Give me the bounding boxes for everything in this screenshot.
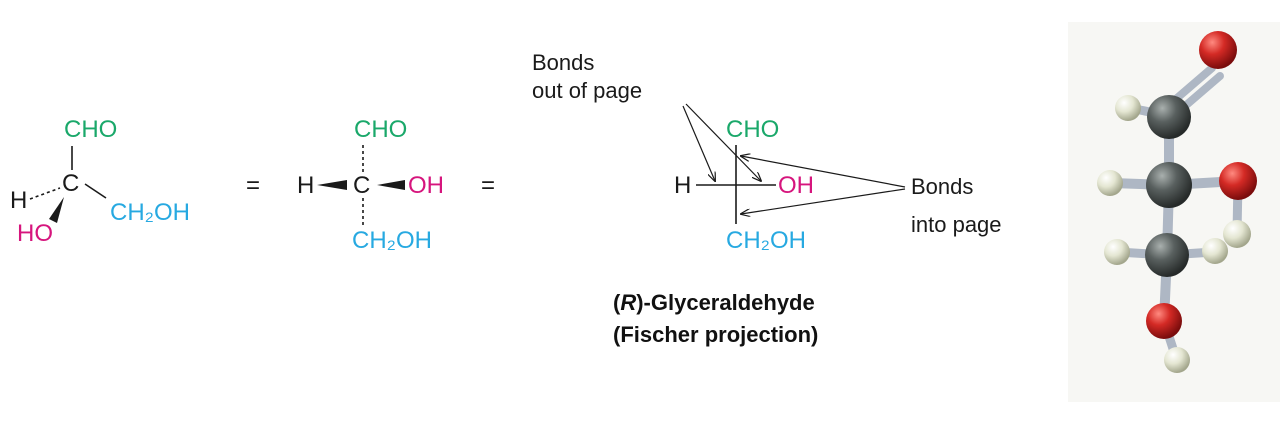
fischer-projection: Bonds out of page CHO H OH CH₂OH Bonds i… — [532, 50, 1002, 347]
ball-and-stick-model — [1068, 22, 1280, 402]
oxygen-atom-hydroxyl-3 — [1146, 303, 1182, 339]
bonds-in-label-line2: into page — [911, 212, 1002, 237]
fischer-caption-line2: (Fischer projection) — [613, 322, 818, 347]
oxygen-atom-hydroxyl-2 — [1219, 162, 1257, 200]
carbon-atom-1 — [1147, 95, 1191, 139]
hydrogen-atom-hydroxyl-2 — [1223, 220, 1251, 248]
hydrogen-atom-aldehyde — [1115, 95, 1141, 121]
arrow-in-to-bottom-bond — [741, 188, 906, 214]
perspective-h: H — [10, 187, 27, 214]
carbon-atom-3 — [1145, 233, 1189, 277]
perspective-bond-right — [84, 183, 107, 199]
carbon-atom-2 — [1146, 162, 1192, 208]
bonds-out-label-line2: out of page — [532, 78, 642, 103]
hydrogen-atom-hydroxyl-3 — [1164, 347, 1190, 373]
wedge-cho: CHO — [354, 116, 407, 143]
fischer-cho: CHO — [726, 116, 779, 143]
arrow-out-to-oh-bond — [685, 103, 761, 181]
hydrogen-atom-c3-right — [1202, 238, 1228, 264]
fischer-caption-line1: (R)-Glyceraldehyde — [613, 290, 815, 315]
perspective-ho: HO — [17, 220, 53, 247]
fischer-h: H — [674, 172, 691, 199]
equals-sign-2: = — [481, 172, 495, 199]
perspective-cho: CHO — [64, 116, 117, 143]
arrow-in-to-top-bond — [741, 156, 906, 188]
wedge-c: C — [353, 172, 370, 199]
oxygen-atom-aldehyde — [1199, 31, 1237, 69]
wedge-structure: CHO H C OH CH₂OH — [297, 116, 444, 254]
fischer-ch2oh: CH₂OH — [726, 227, 806, 254]
wedge-h: H — [297, 172, 314, 199]
hydrogen-atom-c2 — [1097, 170, 1123, 196]
perspective-ch2oh: CH₂OH — [110, 199, 190, 226]
wedge-bond-right — [377, 180, 405, 190]
hydrogen-atom-c3-left — [1104, 239, 1130, 265]
fischer-oh: OH — [778, 172, 814, 199]
perspective-wedge-bond — [49, 197, 64, 223]
bonds-out-label-line1: Bonds — [532, 50, 594, 75]
wedge-oh: OH — [408, 172, 444, 199]
perspective-structure: CHO H C CH₂OH HO — [10, 116, 190, 247]
wedge-bond-left — [317, 180, 347, 190]
wedge-ch2oh: CH₂OH — [352, 227, 432, 254]
perspective-bond-h-dashed — [29, 187, 61, 200]
arrow-out-to-h-bond — [682, 105, 715, 181]
bonds-in-label-line1: Bonds — [911, 174, 973, 199]
equals-sign-1: = — [246, 172, 260, 199]
perspective-c: C — [62, 170, 79, 197]
